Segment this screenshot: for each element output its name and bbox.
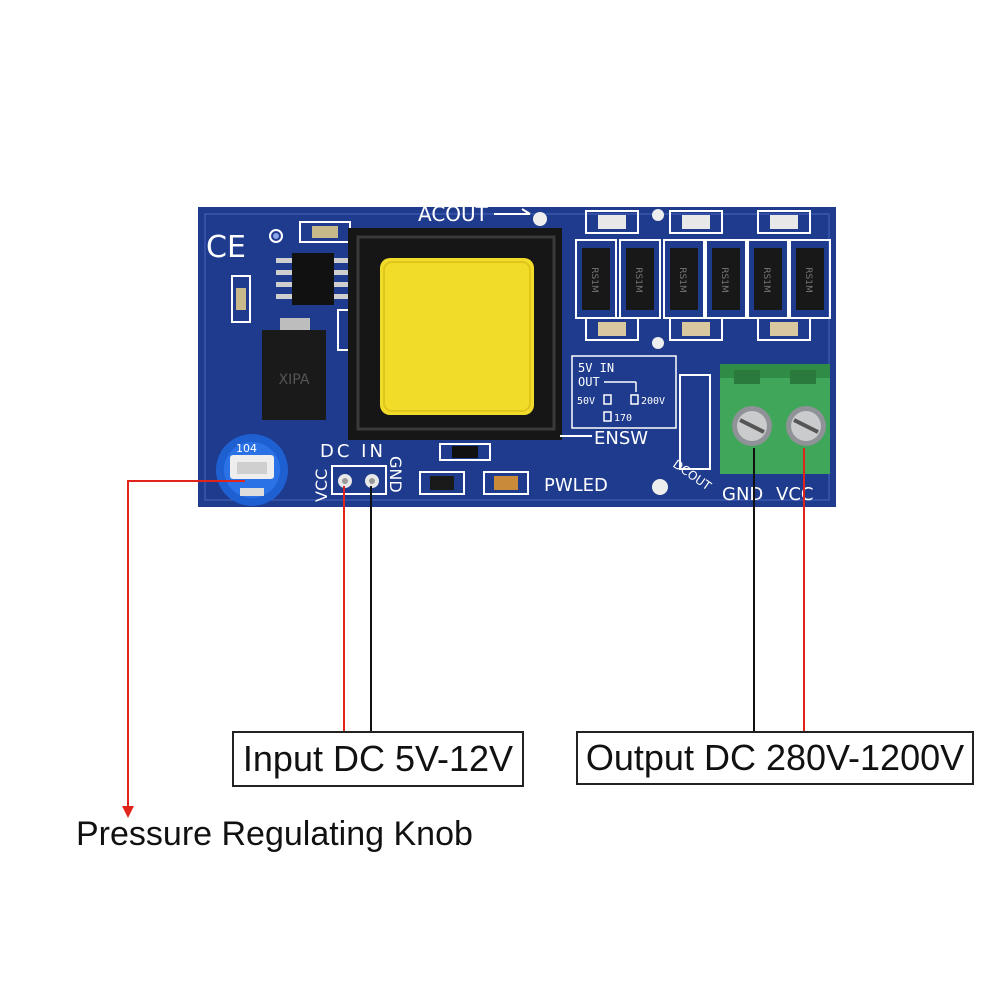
output-terminal-block[interactable] [679,364,830,474]
gnd-out-label: GND [722,484,763,505]
svg-text:RS1M: RS1M [677,267,687,292]
acout-label: ACOUT [418,202,489,226]
mosfet-marking: XIPA [279,372,310,388]
potentiometer-knob[interactable]: 104 [216,434,288,506]
svg-text:RS1M: RS1M [719,267,729,292]
smd-resistors-top [585,210,811,234]
pressure-knob-label: Pressure Regulating Knob [76,815,473,853]
vcc-out-label: VCC [776,484,813,505]
svg-text:RS1M: RS1M [803,267,813,292]
ic-chip [276,253,350,305]
output-dc-label: Output DC 280V-1200V [576,731,974,785]
selector-200v: 200V [641,396,665,407]
svg-text:RS1M: RS1M [589,267,599,292]
gnd-in-label: GND [386,456,405,493]
input-dc-label: Input DC 5V-12V [232,731,524,787]
dc-in-label: DC IN [320,441,386,462]
selector-out: OUT [578,375,600,389]
mosfet: XIPA [262,318,326,420]
pwled-label: PWLED [544,475,608,496]
svg-text:RS1M: RS1M [633,267,643,292]
transformer [348,228,562,440]
vcc-in-label: VCC [312,469,331,502]
ce-mark: CE [206,230,246,265]
knob-pointer-arrow [122,480,245,818]
smd-capacitors-middle [585,317,811,341]
selector-title: 5V IN [578,361,614,375]
diodes-row: RS1M RS1M RS1M RS1M RS1M RS1M [575,239,831,319]
pot-marking: 104 [236,442,257,455]
svg-text:RS1M: RS1M [761,267,771,292]
selector-50v: 50V [577,396,595,407]
voltage-selector-block: 5V IN OUT 50V 200V 170 [571,355,677,429]
selector-170: 170 [614,413,632,424]
ensw-label: ENSW [594,428,648,449]
